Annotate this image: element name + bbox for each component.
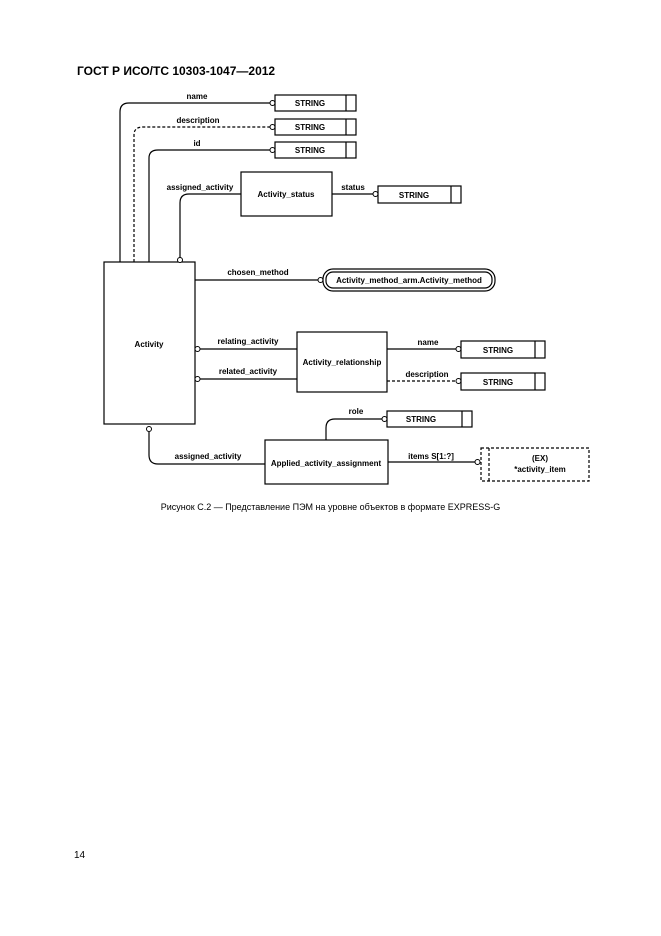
connector-chosen-method [317,277,324,283]
attr-assigned-activity-2-label: assigned_activity [175,452,242,461]
line-name [119,102,270,262]
connector-relating-activity [194,346,201,352]
entity-activity-label: Activity [135,340,164,349]
type-string-role [386,410,473,428]
connector-rel-name [455,346,462,352]
type-string-id [274,141,357,159]
entity-applied-activity-assignment [264,439,389,485]
attr-chosen-method-label: chosen_method [227,268,288,277]
type-string-name-label: STRING [295,99,325,108]
connector-assignment-assigned-activity [146,426,152,432]
line-id [148,149,270,262]
entity-activity [103,261,196,425]
type-string-rel-name [460,340,546,359]
connector-id [269,147,276,153]
attr-rel-name-label: name [418,338,439,347]
connector-items [474,459,481,465]
select-activity-item-prefix: (EX) [532,454,548,463]
type-string-description [274,118,357,136]
type-string-rel-description [460,372,546,391]
line-role [325,418,382,440]
attr-relating-activity-label: relating_activity [218,337,279,346]
ref-activity-method-inner [325,271,493,289]
type-string-id-label: STRING [295,146,325,155]
connector-role [381,416,388,422]
ref-activity-method-label: Activity_method_arm.Activity_method [336,276,482,285]
attr-name-label: name [187,92,208,101]
connector-status-assigned-activity [177,257,183,263]
entity-activity-relationship [296,331,388,393]
entity-applied-activity-assignment-label: Applied_activity_assignment [271,459,382,468]
attr-status-label: status [341,183,365,192]
type-string-name [274,94,357,112]
entity-activity-status-label: Activity_status [258,190,315,199]
type-string-rel-name-label: STRING [483,346,513,355]
connector-description [269,124,276,130]
type-string-rel-description-label: STRING [483,378,513,387]
connector-related-activity [194,376,201,382]
select-activity-item [480,447,590,482]
type-string-status-label: STRING [399,191,429,200]
type-string-status [377,185,462,204]
attr-id-label: id [193,139,200,148]
entity-activity-status [240,171,333,217]
attr-related-activity-label: related_activity [219,367,278,376]
line-status-assigned-activity [179,193,241,258]
type-string-description-label: STRING [295,123,325,132]
line-description [133,126,270,262]
type-string-role-label: STRING [406,415,436,424]
attr-description-label: description [176,116,219,125]
line-assignment-assigned-activity [148,432,265,465]
attr-assigned-activity-label: assigned_activity [167,183,234,192]
connector-name [269,100,276,106]
document-header: ГОСТ Р ИСО/ТС 10303-1047—2012 [77,64,276,78]
attr-rel-description-label: description [405,370,448,379]
select-activity-item-label: *activity_item [514,465,566,474]
attr-role-label: role [349,407,364,416]
connector-status [372,191,379,197]
figure-caption: Рисунок C.2 — Представление ПЭМ на уровн… [160,502,501,512]
connector-rel-description [455,378,462,384]
attr-items-label: items S[1:?] [408,452,454,461]
entity-activity-relationship-label: Activity_relationship [303,358,382,367]
page-number: 14 [74,850,86,861]
